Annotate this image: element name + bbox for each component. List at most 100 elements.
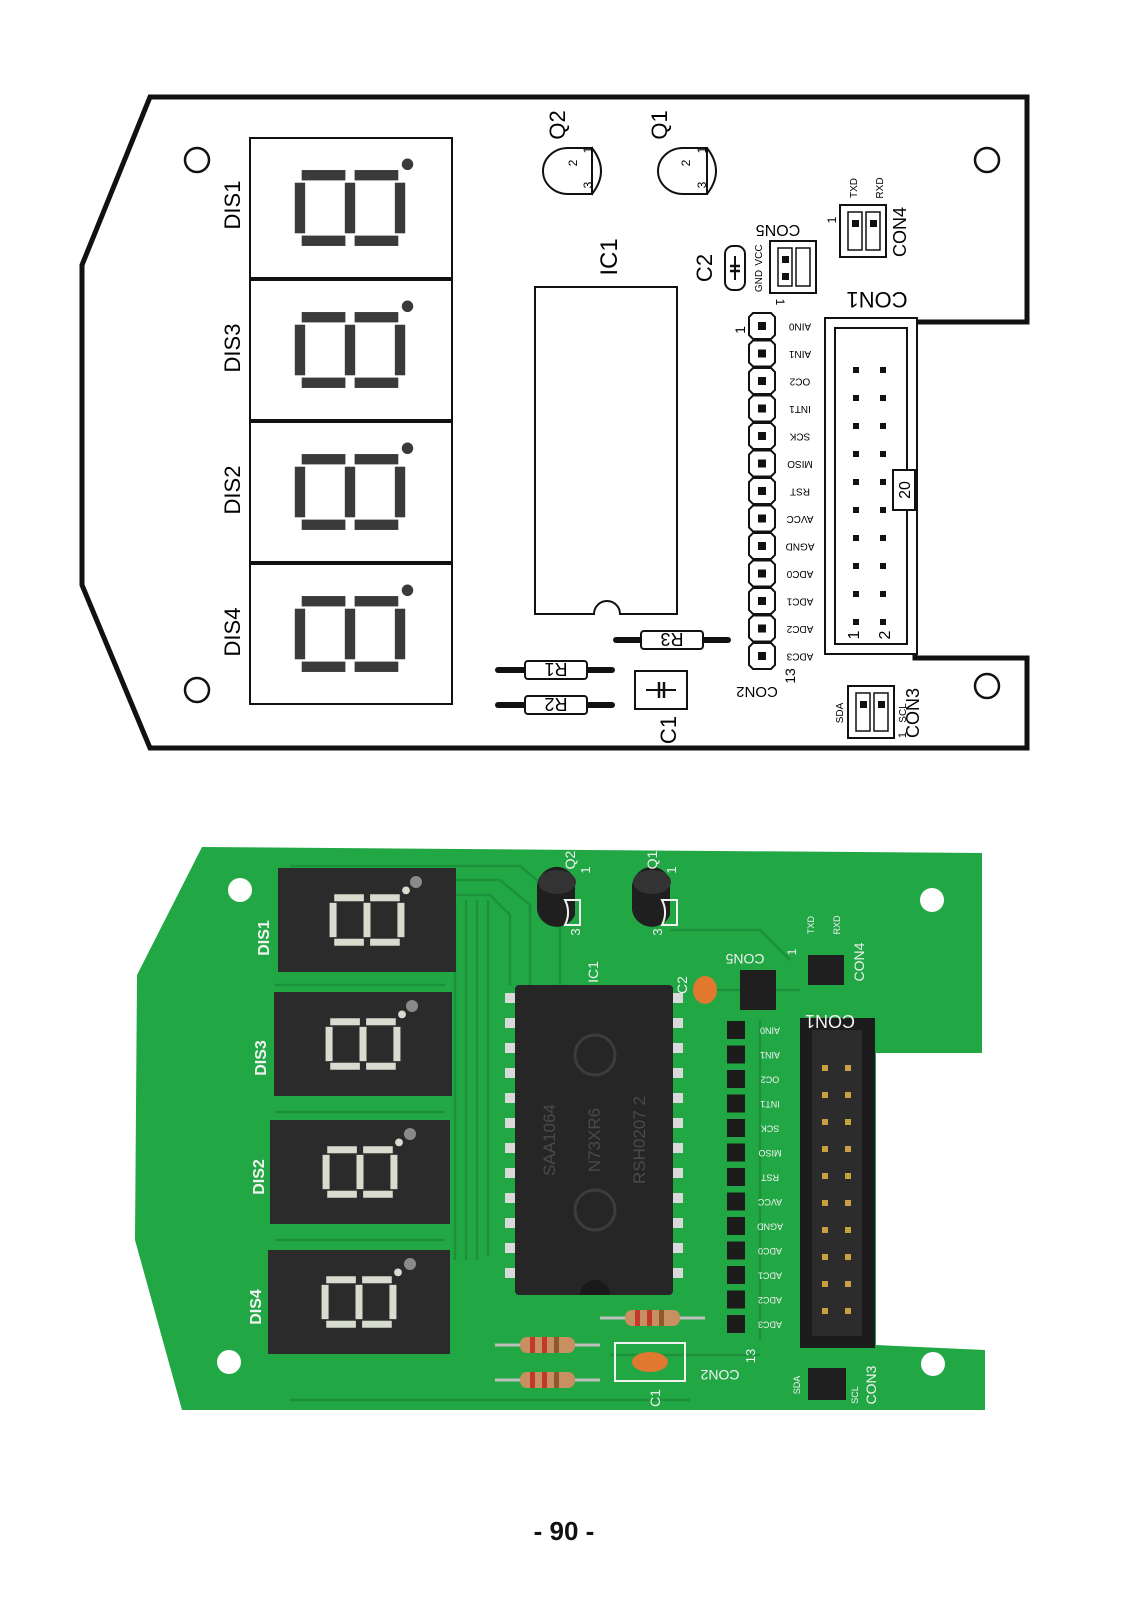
con3-header (847, 685, 895, 739)
header-pin (727, 1168, 745, 1186)
display-label: DIS1 (220, 181, 245, 230)
pin-pad (880, 591, 886, 597)
mounting-hole-icon (183, 146, 211, 174)
pin-pad (822, 1092, 828, 1098)
segment (359, 1026, 367, 1062)
display-label: DIS2 (251, 1159, 268, 1195)
transistor-label: Q1 (644, 850, 660, 869)
pin-pad (845, 1065, 851, 1071)
seven-segment-digit (294, 584, 414, 672)
pin-name-label: AGND (786, 540, 815, 551)
segment (344, 324, 356, 376)
connector-label: CON2 (736, 683, 778, 700)
ic-pin (505, 1243, 519, 1253)
pin-name-label: RST (790, 485, 810, 496)
seven-segment-digit (294, 158, 414, 246)
ic-pin (505, 1118, 519, 1128)
decimal-point (395, 1138, 403, 1147)
pin-label: 13 (743, 1349, 758, 1363)
pin-pad (880, 507, 886, 513)
segment (301, 170, 346, 181)
capacitor-c1 (632, 1352, 668, 1372)
ic-pin (669, 1093, 683, 1103)
ic-pin (505, 1193, 519, 1203)
segment (294, 608, 306, 660)
seven-segment-digit (294, 442, 414, 530)
pin-pad (853, 563, 859, 569)
pin-label: 1 (732, 326, 748, 334)
pin-name-label: ADC2 (758, 1295, 782, 1305)
pin-label: 20 (897, 481, 914, 499)
segment (354, 170, 399, 181)
pin-label: 1 (773, 299, 787, 306)
header-pin (727, 1217, 745, 1235)
silkscreen-layout-drawing: DIS1 DIS3 DIS2 DIS4 IC1 Q2 1 2 3 Q1 1 2 … (79, 94, 1030, 751)
pin-label: 1 (664, 866, 679, 873)
decimal-point (401, 158, 414, 171)
display-label: DIS1 (256, 920, 273, 956)
ic-pin (669, 1168, 683, 1178)
pin-name-label: SCK (789, 430, 810, 441)
pin-pad (880, 395, 886, 401)
ic-pin (505, 1093, 519, 1103)
mounting-hole-icon (920, 888, 944, 912)
segment (394, 324, 406, 376)
ic-pin (505, 993, 519, 1003)
pin-label: SDA (835, 702, 846, 723)
segment (330, 1018, 360, 1026)
segment (363, 1146, 393, 1154)
pin-label: 2 (566, 159, 580, 166)
segment (393, 1026, 401, 1062)
decimal-point (406, 1000, 418, 1012)
ic-pin (505, 1068, 519, 1078)
segment (294, 324, 306, 376)
resistor-photo (495, 1337, 600, 1353)
pin-label: 1 (897, 732, 909, 738)
pin-pad (758, 377, 766, 385)
chip-marking: N73XR6 (585, 1108, 604, 1172)
segment (344, 182, 356, 234)
pin-label: 3 (650, 928, 665, 935)
header-pin (727, 1119, 745, 1137)
header-pin (727, 1021, 745, 1039)
header-pin (727, 1290, 745, 1309)
pin-label: 1 (825, 216, 839, 223)
seven-segment-digit (294, 300, 414, 388)
connector-label: CON4 (890, 207, 910, 257)
connector-label: CON3 (863, 1365, 879, 1404)
ic-pin (669, 1243, 683, 1253)
display-label: DIS3 (253, 1040, 270, 1076)
pin-label: 1 (785, 948, 799, 955)
transistor-q1 (657, 147, 717, 195)
pin-pad (822, 1281, 828, 1287)
pin-name-label: INT1 (789, 403, 811, 414)
connector-label: CON2 (700, 1367, 739, 1383)
ic-pin (669, 1143, 683, 1153)
display-label: DIS2 (220, 466, 245, 515)
pin-name-label: RST (760, 1173, 779, 1183)
segment (354, 377, 399, 388)
resistor-photo (600, 1310, 705, 1326)
ic-pin (505, 1018, 519, 1028)
pin-label: 1 (695, 146, 709, 153)
mounting-hole-icon (921, 1352, 945, 1376)
pin-pad (845, 1254, 851, 1260)
connector-label: CON3 (903, 688, 923, 738)
segment (325, 1026, 333, 1062)
capacitor-label: C2 (674, 976, 690, 994)
header-pin (727, 1192, 745, 1211)
pin-name-label: ADC3 (786, 650, 813, 661)
pin-name-label: INT1 (760, 1099, 780, 1109)
pin-name-label: AIN1 (788, 348, 811, 359)
decimal-point (410, 876, 422, 888)
con4-header (808, 955, 844, 985)
chip-marking: SAA1064 (540, 1104, 559, 1176)
ic-pin (669, 1118, 683, 1128)
header-pin (727, 1070, 745, 1088)
capacitor-label: C1 (647, 1389, 663, 1407)
header-pin (727, 1094, 745, 1113)
decimal-point (402, 886, 410, 895)
decimal-point (404, 1128, 416, 1140)
pin-pad (822, 1200, 828, 1206)
segment (294, 182, 306, 234)
